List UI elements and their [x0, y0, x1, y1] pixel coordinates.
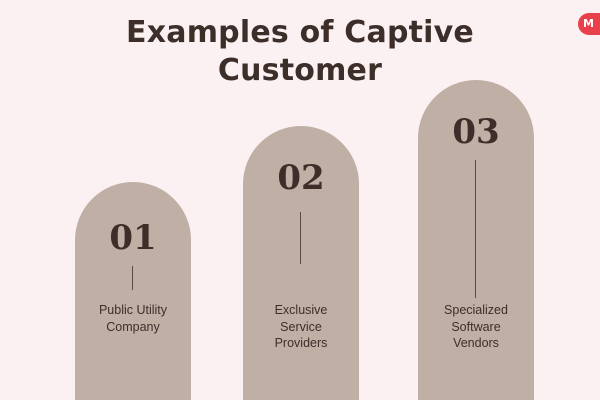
connector-line	[132, 266, 133, 290]
card-label-line: Specialized	[444, 303, 508, 317]
card-label-line: Exclusive	[274, 303, 328, 317]
example-card-1: 01 Public Utility Company	[75, 182, 191, 400]
card-label-line: Software	[451, 319, 501, 334]
card-label-line: Providers	[274, 336, 328, 350]
logo-letter: M	[583, 17, 594, 30]
card-number: 03	[452, 112, 500, 152]
brand-logo: M	[578, 13, 600, 35]
example-card-3: 03 Specialized Software Vendors	[418, 80, 534, 400]
title-line-1: Examples of Captive	[126, 15, 474, 50]
card-label-line: Service	[280, 319, 322, 334]
card-label-line: Public Utility	[98, 303, 168, 317]
card-label: Exclusive Service Providers	[243, 302, 359, 352]
card-number: 02	[277, 158, 325, 198]
example-card-2: 02 Exclusive Service Providers	[243, 126, 359, 400]
card-label-line: Vendors	[453, 336, 499, 350]
page-title: Examples of Captive Customer	[0, 14, 600, 90]
card-label: Public Utility Company	[75, 302, 191, 335]
connector-line	[300, 212, 301, 264]
card-label-line: Company	[106, 319, 160, 334]
title-line-2: Customer	[217, 53, 383, 88]
card-label: Specialized Software Vendors	[418, 302, 534, 352]
connector-line	[475, 160, 476, 298]
card-number: 01	[109, 218, 157, 258]
